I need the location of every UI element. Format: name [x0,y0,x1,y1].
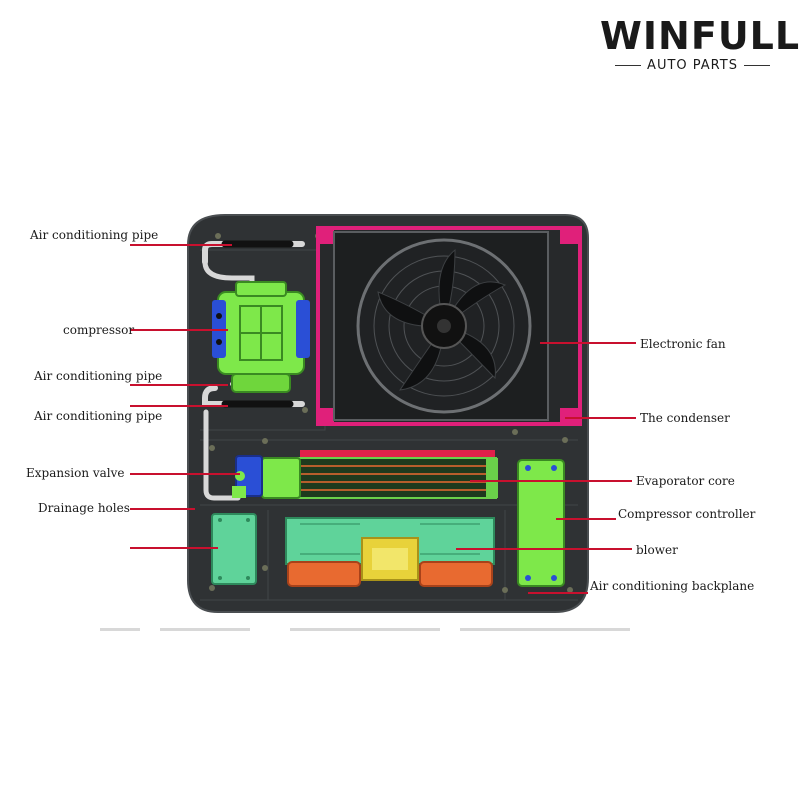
label-air-conditioning-backplane: Air conditioning backplane [589,579,754,593]
label-air-conditioning-pipe-top: Air conditioning pipe [29,228,158,242]
brand-name: WINFULL [600,14,800,58]
label-evaporator-core: Evaporator core [636,474,735,488]
label-electronic-fan: Electronic fan [640,337,726,351]
label-compressor: compressor [63,323,134,337]
brand-subtitle: AUTO PARTS [647,58,738,73]
compressor-controller [517,459,565,587]
faint-caption-strip [100,628,630,631]
drainage-module [211,513,257,585]
brand-rule-left [615,65,642,66]
brand-rule-right [743,65,770,66]
expansion-valve [232,455,263,498]
label-drainage-holes: Drainage holes [38,501,130,515]
label-expansion-valve: Expansion valve [26,466,125,480]
electronic-fan [333,231,549,421]
brand-subtitle-row: AUTO PARTS [600,58,785,73]
brand-logo: WINFULL AUTO PARTS [600,14,800,73]
label-condenser: The condenser [640,411,730,425]
blower [285,517,495,587]
label-air-conditioning-pipe-middle-1: Air conditioning pipe [33,369,162,383]
label-compressor-controller: Compressor controller [618,507,756,521]
leader-lines [130,244,636,594]
labels: Air conditioning pipe compressor Air con… [26,228,756,593]
label-blower: blower [636,543,678,557]
evaporator-core [261,450,498,499]
label-air-conditioning-pipe-middle-2: Air conditioning pipe [33,409,162,423]
